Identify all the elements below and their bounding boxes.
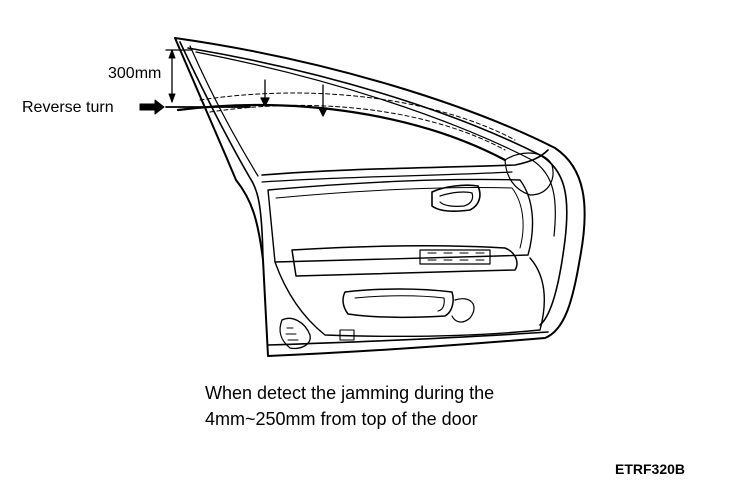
a-pillar-inner [189, 45, 259, 177]
switch-panel [419, 249, 491, 265]
reverse-arrow [139, 99, 165, 115]
dimension-label: 300mm [108, 65, 162, 82]
dashed-line-lower [209, 104, 506, 151]
door-handle [431, 184, 481, 212]
pocket-grip [451, 298, 475, 323]
sensor-arrow-1-head [260, 97, 270, 107]
glass-edge-line [176, 103, 507, 162]
reverse-turn-label: Reverse turn [22, 99, 114, 116]
a-pillar [179, 41, 264, 261]
trim-upper-inner [275, 186, 524, 249]
speaker-grille [279, 317, 311, 350]
window-frame-inner [195, 51, 556, 237]
map-pocket [342, 288, 454, 319]
door-handle-inner [439, 191, 474, 207]
armrest [291, 245, 518, 277]
door-outer-outline [174, 37, 586, 357]
dashed-line-upper [199, 92, 516, 141]
door-bottom [267, 331, 549, 346]
belt-line-2 [261, 171, 513, 183]
dimension-arrow-bottom [168, 93, 176, 103]
map-pocket-inner [354, 295, 445, 312]
sensor-arrow-2-head [318, 107, 328, 117]
mirror-patch [504, 152, 554, 196]
reflector [339, 329, 355, 341]
belt-line [261, 149, 549, 176]
caption-line-2: 4mm~250mm from top of the door [205, 409, 478, 429]
window-frame [187, 47, 568, 326]
speaker-holes [285, 327, 299, 341]
switch-buttons [427, 252, 485, 261]
dimension-arrow-top [168, 49, 176, 59]
caption-line-1: When detect the jamming during the [205, 383, 495, 403]
trim-upper [267, 178, 534, 263]
lower-trim [274, 257, 545, 338]
figure-id: ETRF320B [615, 461, 686, 477]
